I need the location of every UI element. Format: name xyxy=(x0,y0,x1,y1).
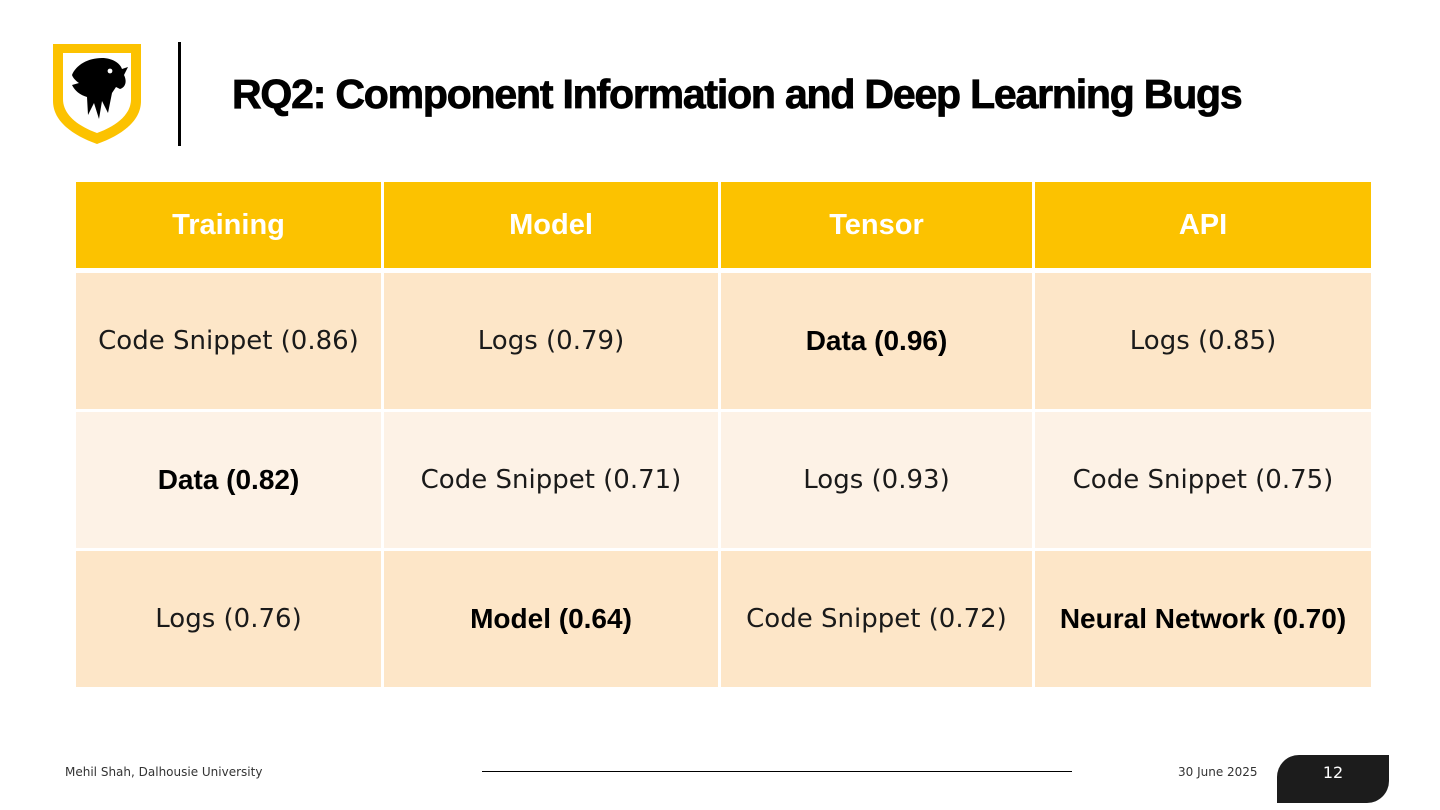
header-api: API xyxy=(1032,179,1374,273)
title-divider xyxy=(178,42,181,146)
table-row: Logs (0.76) Model (0.64) Code Snippet (0… xyxy=(73,548,1374,690)
table-header-row: Training Model Tensor API xyxy=(73,179,1374,273)
dalhousie-crest-icon xyxy=(53,44,141,144)
header-model: Model xyxy=(381,179,721,273)
footer-divider xyxy=(482,771,1072,772)
table-cell-highlight: Neural Network (0.70) xyxy=(1032,548,1374,690)
table-cell-highlight: Model (0.64) xyxy=(381,548,721,690)
table-cell: Code Snippet (0.86) xyxy=(73,269,384,412)
table-cell: Code Snippet (0.71) xyxy=(381,409,721,551)
page-number-badge: 12 xyxy=(1277,755,1389,803)
header-tensor: Tensor xyxy=(718,179,1035,273)
table-cell: Logs (0.93) xyxy=(718,409,1035,551)
table-row: Code Snippet (0.86) Logs (0.79) Data (0.… xyxy=(73,269,1374,412)
table-row: Data (0.82) Code Snippet (0.71) Logs (0.… xyxy=(73,409,1374,551)
table-cell: Logs (0.76) xyxy=(73,548,384,690)
table-cell: Logs (0.79) xyxy=(381,269,721,412)
table-cell: Code Snippet (0.75) xyxy=(1032,409,1374,551)
footer-date: 30 June 2025 xyxy=(1178,765,1258,779)
table-cell-highlight: Data (0.96) xyxy=(718,269,1035,412)
component-results-table: Training Model Tensor API Code Snippet (… xyxy=(73,179,1374,690)
footer-author: Mehil Shah, Dalhousie University xyxy=(65,765,263,779)
table-cell: Code Snippet (0.72) xyxy=(718,548,1035,690)
table-cell: Logs (0.85) xyxy=(1032,269,1374,412)
table-cell-highlight: Data (0.82) xyxy=(73,409,384,551)
header-training: Training xyxy=(73,179,384,273)
slide-title: RQ2: Component Information and Deep Lear… xyxy=(232,71,1244,118)
university-logo xyxy=(50,41,144,147)
